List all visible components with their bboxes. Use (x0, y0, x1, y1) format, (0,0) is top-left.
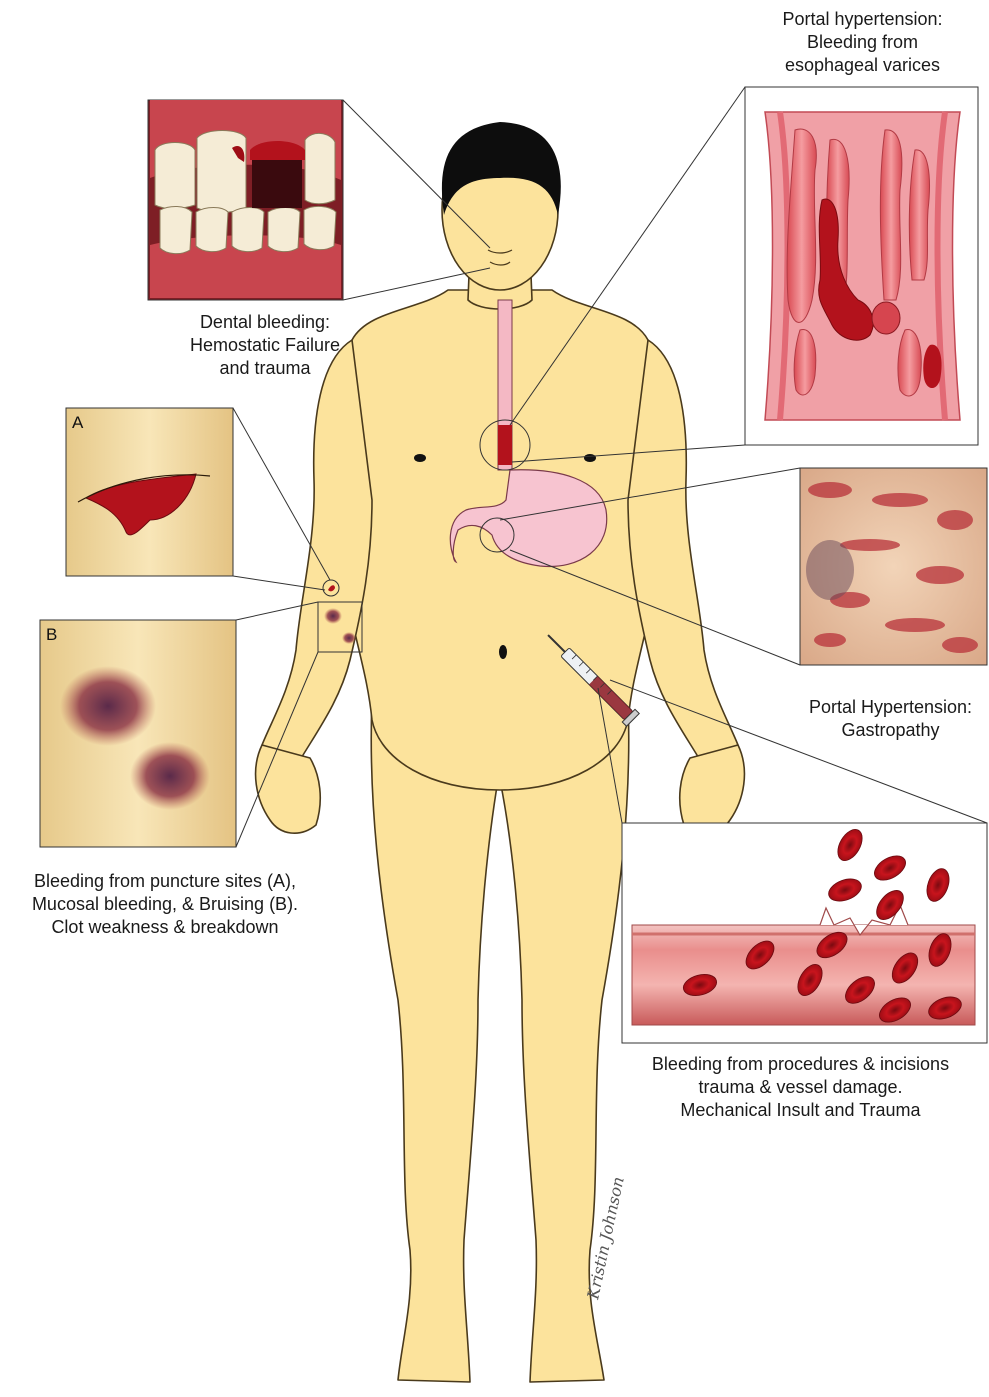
gastropathy-panel (800, 468, 987, 665)
varix-bleed-2 (923, 345, 941, 388)
esophagus-bleeding-segment (498, 425, 512, 465)
label-line: trauma & vessel damage. (618, 1076, 983, 1099)
label-line: Hemostatic Failure (150, 334, 380, 357)
label-line: Dental bleeding: (150, 311, 380, 334)
left-arm (262, 340, 372, 760)
label-dental: Dental bleeding: Hemostatic Failure and … (150, 311, 380, 380)
left-hand (256, 745, 321, 833)
left-leg (371, 700, 498, 1382)
bruise-mark-2 (342, 632, 356, 644)
bruise-mark (324, 608, 342, 624)
label-line: Mucosal bleeding, & Bruising (B). (0, 893, 330, 916)
label-line: Bleeding from puncture sites (A), (0, 870, 330, 893)
missing-tooth-gap (252, 160, 302, 208)
label-line: Bleeding from (740, 31, 985, 54)
label-line: Mechanical Insult and Trauma (618, 1099, 983, 1122)
label-procedures: Bleeding from procedures & incisions tra… (618, 1053, 983, 1122)
label-line: Bleeding from procedures & incisions (618, 1053, 983, 1076)
label-line: Portal Hypertension: (792, 696, 989, 719)
label-varices: Portal hypertension: Bleeding from esoph… (740, 8, 985, 77)
label-line: Clot weakness & breakdown (0, 916, 330, 939)
label-line: and trauma (150, 357, 380, 380)
right-leg (500, 700, 629, 1382)
label-line: Gastropathy (792, 719, 989, 742)
label-line: esophageal varices (740, 54, 985, 77)
teeth (155, 131, 336, 254)
panel-letter-a: A (72, 413, 84, 432)
bruise-panel-b: B (40, 620, 236, 847)
label-line: Portal hypertension: (740, 8, 985, 31)
dental-panel (148, 100, 343, 300)
varix-clot (872, 302, 900, 334)
vessel-panel (622, 823, 987, 1043)
right-arm (628, 340, 738, 760)
label-gastropathy: Portal Hypertension: Gastropathy (792, 696, 989, 742)
label-puncture: Bleeding from puncture sites (A), Mucosa… (0, 870, 330, 939)
puncture-panel-a: A (66, 408, 233, 576)
panel-letter-b: B (46, 625, 57, 644)
varices-panel (745, 87, 978, 445)
right-hand (680, 745, 745, 833)
